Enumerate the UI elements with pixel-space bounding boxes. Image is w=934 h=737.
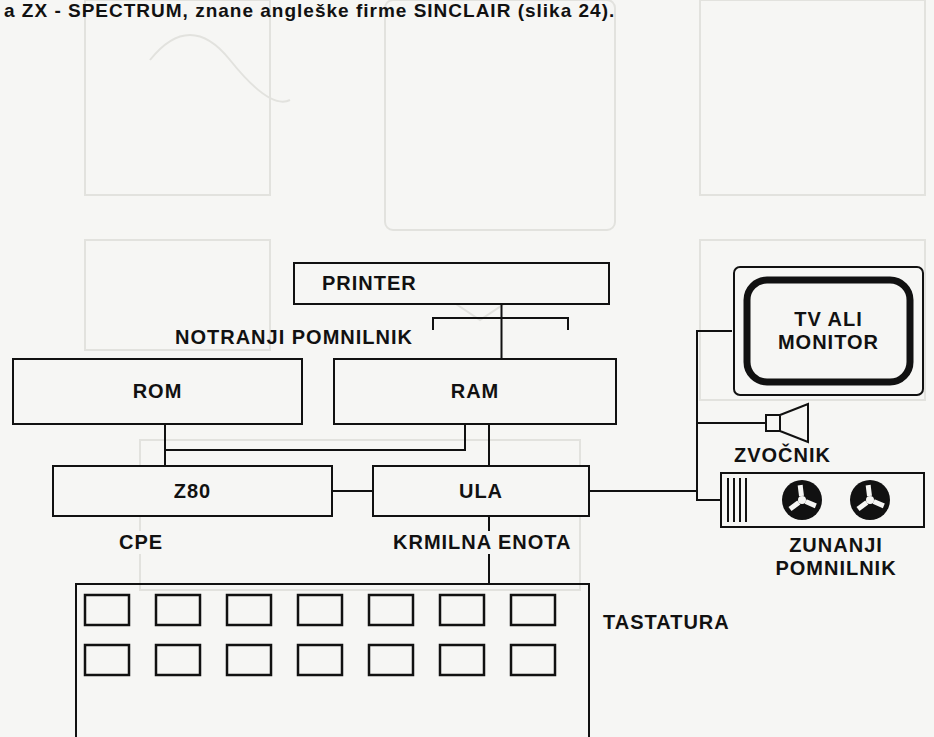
node-caption: KRMILNA ENOTA [390, 531, 575, 554]
bus-line [165, 425, 465, 465]
ram-box: RAM [333, 358, 617, 425]
page-text: a ZX - SPECTRUM, znane angleške firme SI… [4, 0, 615, 22]
bus-line [488, 425, 490, 465]
node-caption: CPE [116, 531, 166, 554]
node-title: TV ALI MONITOR [762, 308, 895, 354]
speaker-drawing [765, 404, 809, 442]
printer-box: PRINTER [293, 262, 610, 305]
bus-line [501, 305, 503, 358]
node-title: ZVOČNIK [731, 444, 834, 467]
keyboard-drawing [75, 583, 590, 737]
cassette-recorder: ZUNANJI POMNILNIK [720, 472, 925, 528]
cassette-recorder-drawing [720, 472, 925, 528]
control-unit-box: ULAKRMILNA ENOTA [372, 465, 590, 517]
node-title: ROM [133, 380, 183, 403]
memory-group-label: NOTRANJI POMNILNIK [175, 326, 413, 349]
node-title: ZUNANJI POMNILNIK [748, 534, 924, 580]
bus-line [590, 491, 720, 500]
node-title: ULA [459, 480, 503, 503]
cpu-box: Z80CPE [52, 465, 333, 517]
node-title: TASTATURA [600, 611, 733, 634]
node-title: Z80 [174, 480, 211, 503]
tv-monitor: TV ALI MONITOR [732, 265, 925, 397]
bus-line [333, 490, 372, 492]
speaker: ZVOČNIK [765, 404, 809, 442]
node-title: RAM [451, 380, 500, 403]
node-title: PRINTER [322, 272, 417, 295]
rom-box: ROM [12, 358, 303, 425]
keyboard: TASTATURA [75, 583, 590, 737]
